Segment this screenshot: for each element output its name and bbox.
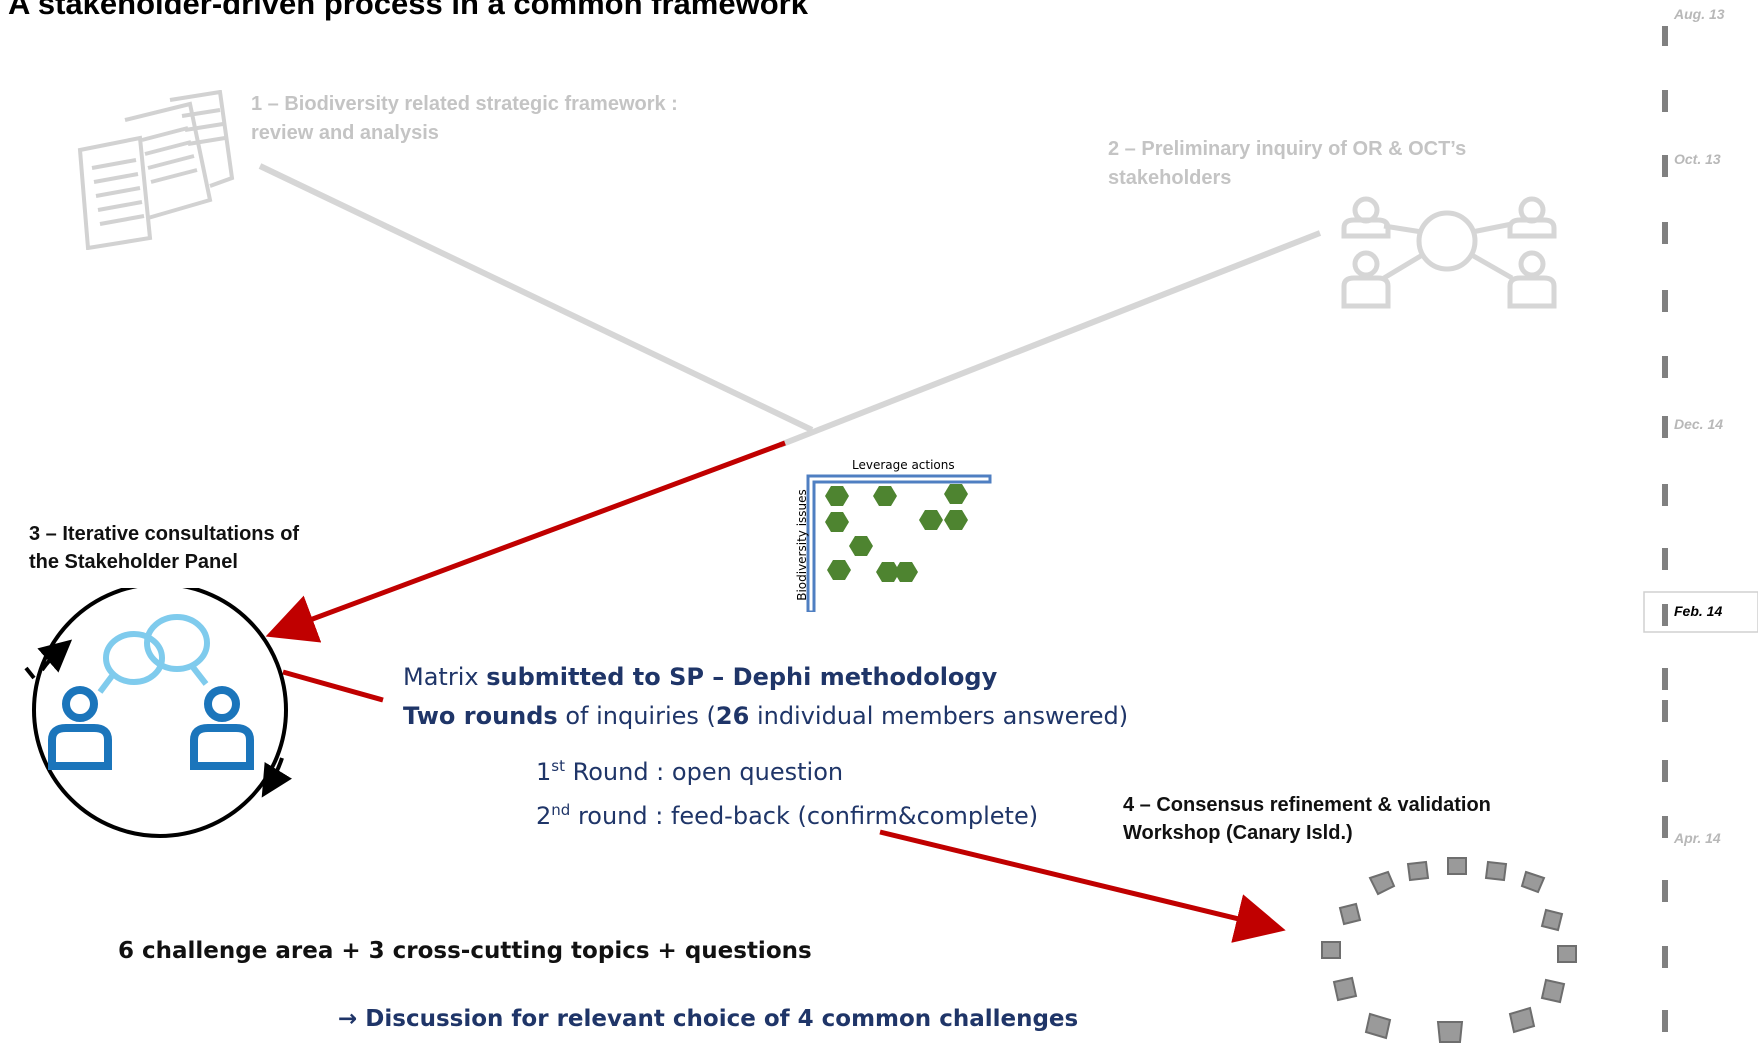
round2: 2nd round : feed-back (confirm&complete) (536, 801, 1039, 830)
timeline: Aug. 13 Oct. 13 Dec. 14 Feb. 14 Apr. 14 (1640, 0, 1758, 1046)
step3-label: 3 – Iterative consultations of the Stake… (29, 523, 300, 573)
timeline-label: Aug. 13 (1674, 6, 1725, 22)
connector-step2 (778, 230, 1322, 448)
delphi-line2: Two rounds of inquiries (26 individual m… (403, 702, 1129, 730)
matrix-top-label: Leverage actions (852, 458, 955, 472)
timeline-track (1643, 26, 1758, 1032)
round1: 1st Round : open question (536, 757, 844, 786)
right-arrow-icon: → (338, 1006, 358, 1032)
timeline-active-frame (1643, 591, 1758, 633)
timeline-label: Apr. 14 (1674, 830, 1721, 846)
workshop-chairs-icon (1300, 850, 1600, 1051)
delphi-line1: Matrix submitted to SP – Dephi methodolo… (403, 663, 998, 691)
timeline-label: Dec. 14 (1674, 416, 1724, 432)
documents-icon (70, 89, 240, 255)
step4-label: 4 – Consensus refinement & validation Wo… (1123, 794, 1491, 844)
challenges-summary: 6 challenge area + 3 cross-cutting topic… (118, 938, 812, 964)
leverage-matrix: Leverage actions Biodiversity issues (790, 458, 1000, 612)
matrix-side-label: Biodiversity issues (795, 489, 809, 601)
stakeholder-panel-icon (12, 582, 292, 843)
timeline-label: Oct. 13 (1674, 151, 1721, 167)
stakeholder-network-icon (1340, 196, 1570, 321)
step2-label: 2 – Preliminary inquiry of OR & OCT’s st… (1108, 138, 1467, 189)
rounds-list: 1st Round : open question 2nd round : fe… (536, 747, 1038, 835)
connector-step1 (258, 163, 814, 433)
matrix-axes (806, 474, 992, 612)
arrow-to-panel (265, 440, 786, 643)
connector-panel-to-matrix (282, 669, 384, 703)
discussion-note: → Discussion for relevant choice of 4 co… (338, 1006, 1079, 1032)
page-title: A stakeholder-driven process in a common… (8, 0, 808, 21)
delphi-description: Matrix submitted to SP – Dephi methodolo… (403, 658, 1128, 736)
step1-label: 1 – Biodiversity related strategic frame… (251, 93, 678, 144)
arrow-to-workshop (879, 829, 1286, 943)
timeline-label-active: Feb. 14 (1674, 603, 1723, 619)
